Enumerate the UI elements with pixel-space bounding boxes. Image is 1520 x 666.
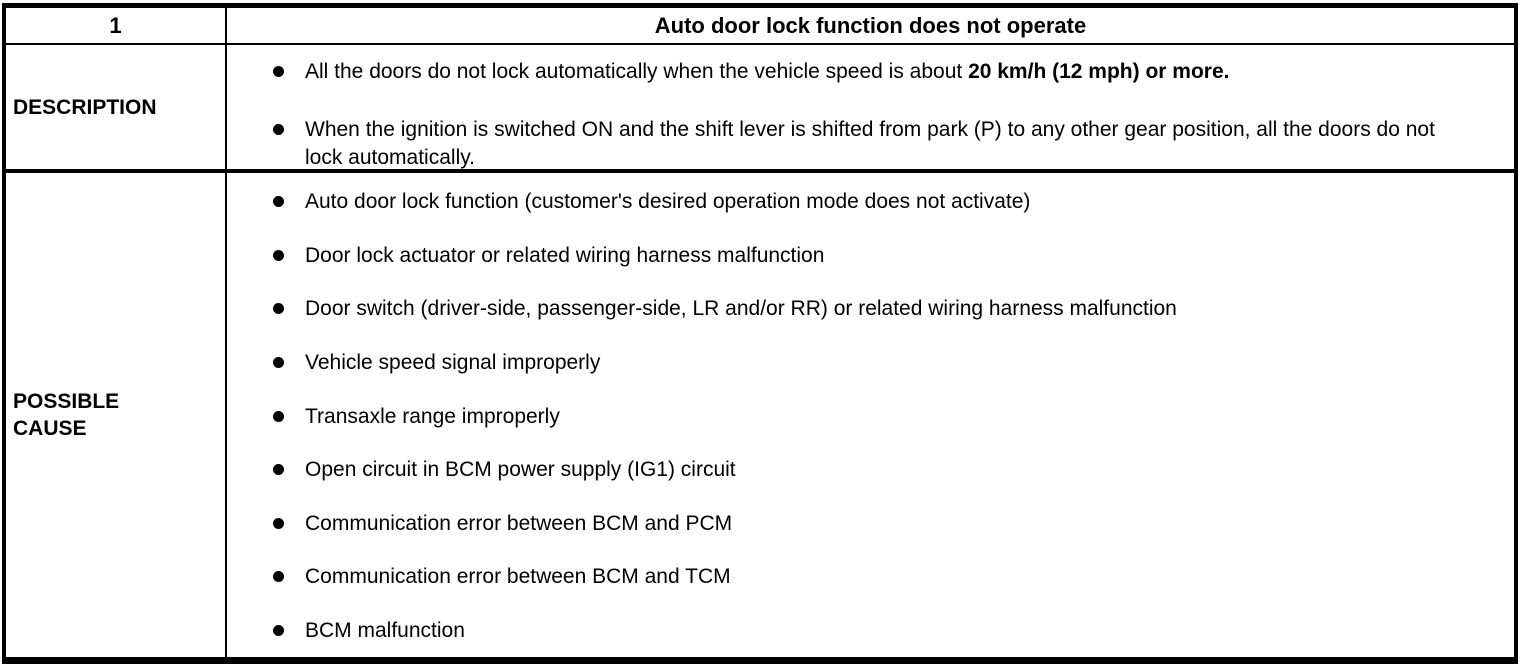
troubleshooting-table: 1 Auto door lock function does not opera…	[2, 3, 1518, 664]
bullet-item: Door lock actuator or related wiring har…	[273, 242, 1464, 270]
bullet-text: Auto door lock function (customer's desi…	[305, 190, 1031, 213]
bullet-text: Transaxle range improperly	[305, 404, 560, 428]
bullet-item: Door switch (driver-side, passenger-side…	[273, 295, 1464, 323]
bullet-icon	[273, 517, 284, 529]
bullet-icon	[273, 571, 284, 583]
bullet-icon	[273, 625, 284, 636]
bullet-icon	[273, 124, 284, 135]
bullet-item: Auto door lock function (customer's desi…	[273, 188, 1464, 216]
bullet-item: All the doors do not lock automatically …	[273, 58, 1464, 86]
bullet-icon	[273, 356, 284, 368]
bullet-text: Door switch (driver-side, passenger-side…	[305, 297, 1177, 321]
bullet-text: All the doors do not lock automatically …	[305, 60, 1230, 83]
bullet-icon	[273, 249, 284, 261]
bullet-icon	[273, 196, 284, 207]
bullet-icon	[273, 303, 284, 315]
bullet-text: Open circuit in BCM power supply (IG1) c…	[305, 458, 736, 482]
symptom-title: Auto door lock function does not operate	[227, 8, 1514, 45]
bullet-item: Communication error between BCM and PCM	[273, 510, 1464, 538]
bullet-item: Communication error between BCM and TCM	[273, 563, 1464, 591]
bullet-icon	[273, 66, 284, 77]
bullet-text: BCM malfunction	[305, 619, 465, 642]
bullet-item: When the ignition is switched ON and the…	[273, 116, 1464, 169]
bullet-text: Communication error between BCM and TCM	[305, 565, 731, 589]
description-list: All the doors do not lock automatically …	[227, 45, 1514, 173]
bullet-text: Vehicle speed signal improperly	[305, 350, 601, 374]
possible-cause-list: Auto door lock function (customer's desi…	[227, 173, 1514, 657]
bullet-item: Transaxle range improperly	[273, 403, 1464, 431]
bullet-item: BCM malfunction	[273, 617, 1464, 645]
bullet-text: Communication error between BCM and PCM	[305, 511, 733, 535]
possible-cause-label: POSSIBLE CAUSE	[6, 173, 227, 657]
bullet-text: When the ignition is switched ON and the…	[305, 118, 1435, 169]
symptom-number-cell: 1	[6, 8, 227, 45]
bullet-item: Vehicle speed signal improperly	[273, 349, 1464, 377]
bullet-item: Open circuit in BCM power supply (IG1) c…	[273, 456, 1464, 484]
bullet-icon	[273, 410, 284, 422]
bullet-icon	[273, 464, 284, 476]
description-label: DESCRIPTION	[6, 45, 227, 173]
bullet-text: Door lock actuator or related wiring har…	[305, 243, 825, 267]
